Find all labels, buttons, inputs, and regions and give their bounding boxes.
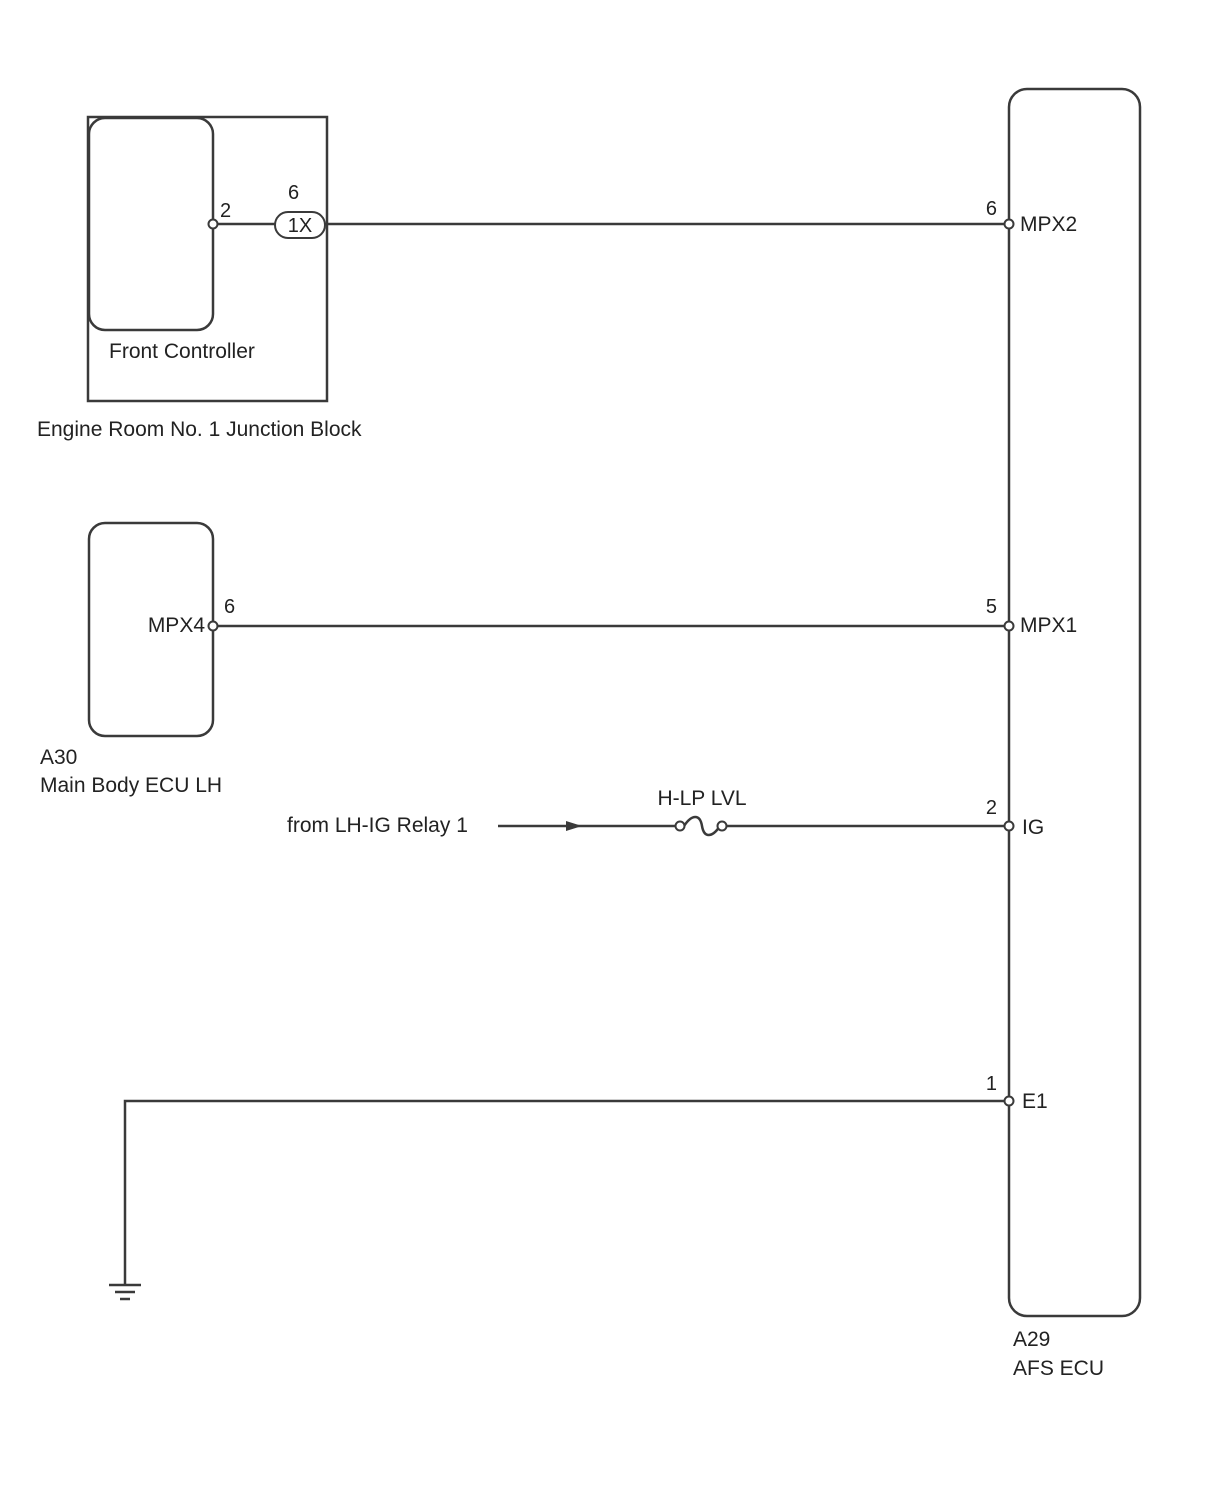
afs-pin-e1: 1 [986, 1073, 997, 1095]
afs-pin-ig: 2 [986, 797, 997, 819]
main-body-ecu-name: Main Body ECU LH [40, 774, 222, 797]
fuse-terminal-left [674, 820, 686, 832]
terminal-mpx1 [1003, 620, 1015, 632]
arrow-icon [566, 821, 582, 831]
terminal-mpx2 [1003, 218, 1015, 230]
power-source-label: from LH-IG Relay 1 [287, 814, 468, 837]
ground-icon [109, 1283, 141, 1301]
main-body-ecu-terminal: MPX4 [148, 614, 206, 637]
connector-1x [274, 211, 326, 239]
afs-ecu-code: A29 [1013, 1328, 1050, 1351]
afs-terminal-e1: E1 [1022, 1090, 1048, 1113]
afs-terminal-mpx2: MPX2 [1020, 213, 1077, 236]
fuse-label: H-LP LVL [657, 787, 746, 810]
terminal-e1 [1003, 1095, 1015, 1107]
afs-ecu-box [1007, 87, 1142, 1318]
afs-ecu-name: AFS ECU [1013, 1357, 1104, 1380]
front-controller-pin: 2 [220, 200, 231, 222]
front-controller-box [87, 116, 215, 332]
main-body-ecu-pin: 6 [224, 596, 235, 618]
afs-pin-mpx1: 5 [986, 596, 997, 618]
connector-pin: 6 [288, 182, 299, 204]
main-body-ecu-code: A30 [40, 746, 77, 769]
afs-pin-mpx2: 6 [986, 198, 997, 220]
afs-terminal-ig: IG [1022, 816, 1044, 839]
terminal-front-controller-2 [207, 218, 219, 230]
junction-block-name: Engine Room No. 1 Junction Block [37, 418, 362, 441]
afs-terminal-mpx1: MPX1 [1020, 614, 1077, 637]
fuse-terminal-right [716, 820, 728, 832]
terminal-ig [1003, 820, 1015, 832]
terminal-mpx4 [207, 620, 219, 632]
wire-e1-to-ground [123, 1099, 1009, 1285]
connector-label: 1X [288, 215, 312, 237]
front-controller-name: Front Controller [109, 340, 255, 363]
fuse-icon [682, 815, 722, 837]
